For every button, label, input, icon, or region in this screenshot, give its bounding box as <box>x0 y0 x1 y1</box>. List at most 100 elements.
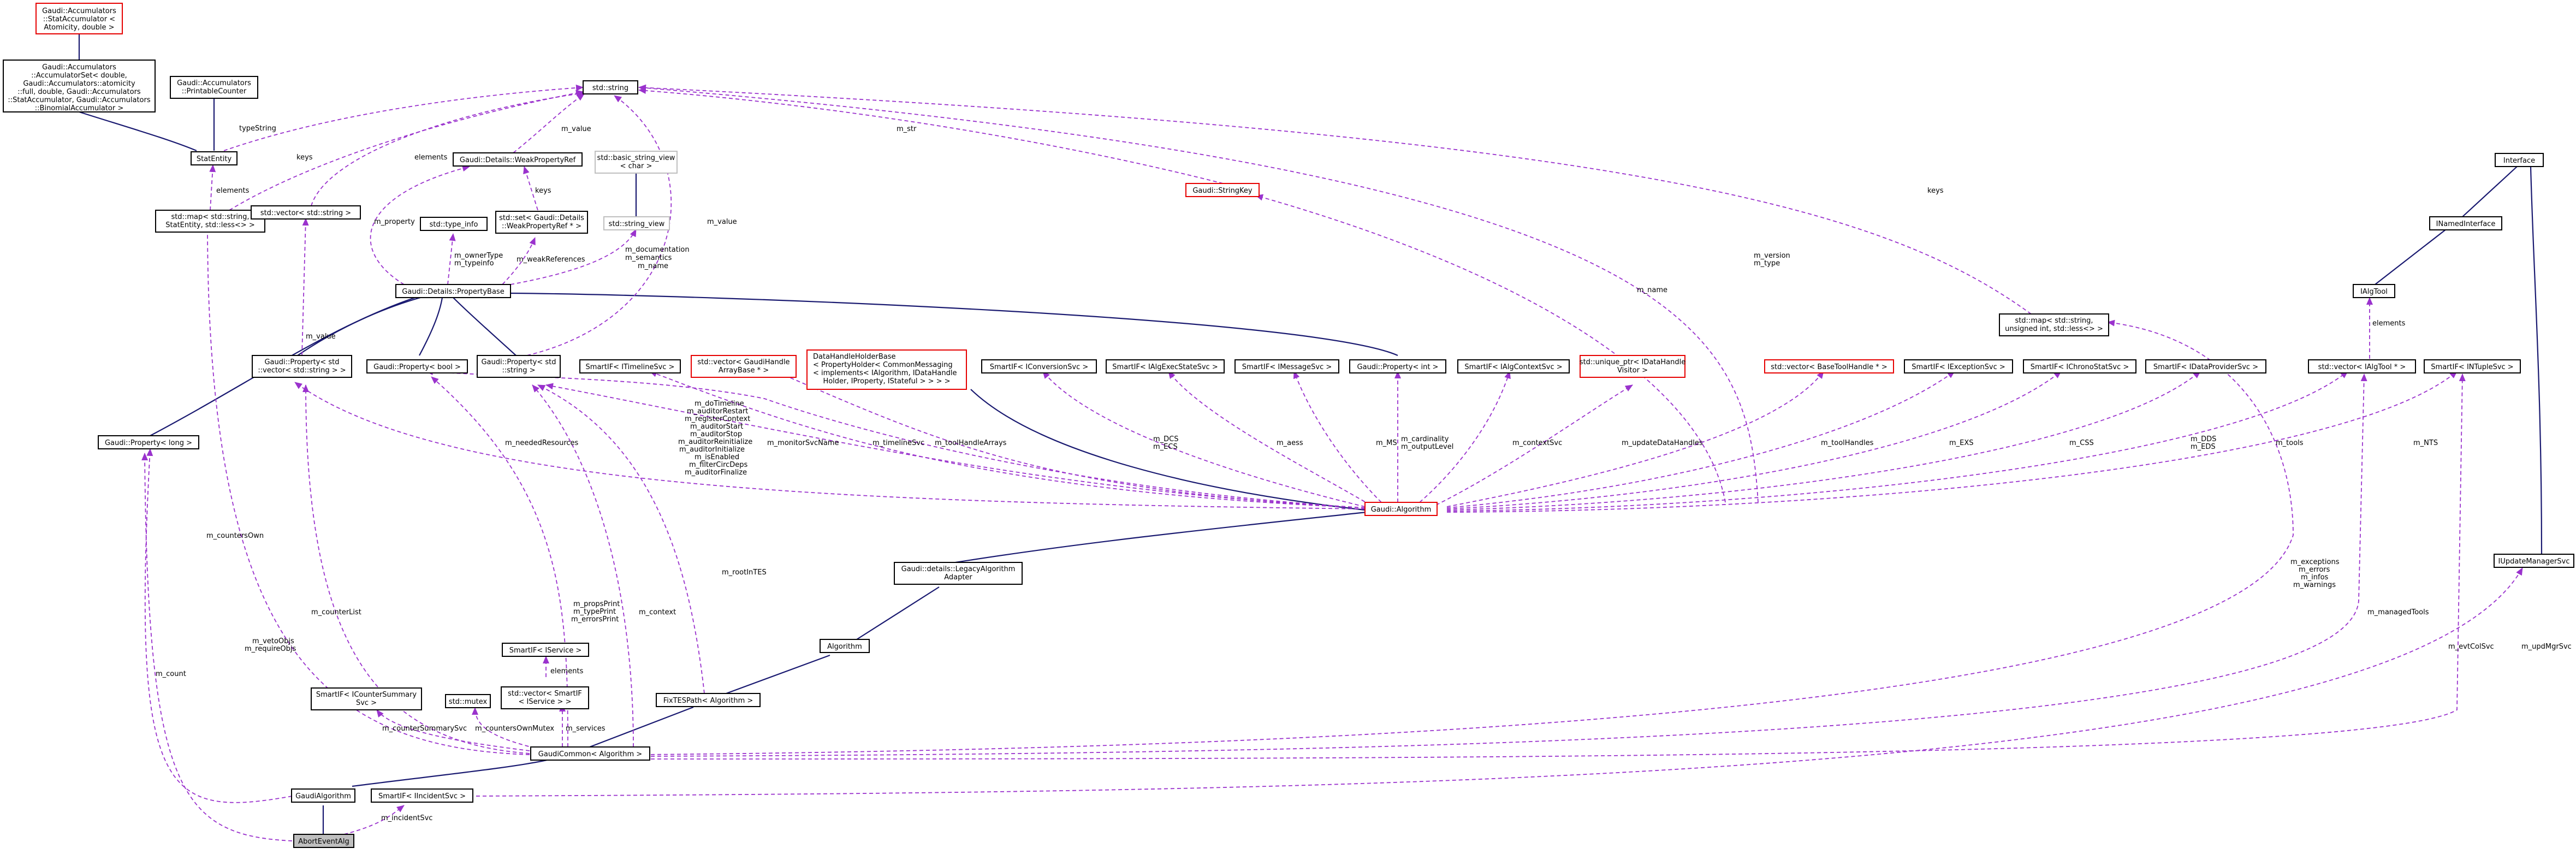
node-smartif-iservice[interactable]: SmartIF< IService > <box>502 643 589 657</box>
svg-text:Gaudi::details::LegacyAlgorith: Gaudi::details::LegacyAlgorithm <box>901 565 1016 573</box>
svg-text:m_documentation: m_documentation <box>625 246 690 254</box>
svg-text:m_type: m_type <box>1754 259 1780 268</box>
node-std-set-weakref[interactable]: std::set< Gaudi::Details ::WeakPropertyR… <box>495 211 588 234</box>
svg-text:m_typeinfo: m_typeinfo <box>454 259 494 268</box>
node-iupdatemanagersvc[interactable]: IUpdateManagerSvc <box>2494 554 2574 568</box>
node-unique-ptr-visitor[interactable]: std::unique_ptr< IDataHandle Visitor > <box>1580 355 1685 378</box>
edge-label-elements-d: elements <box>550 667 584 675</box>
edge-propstring-propbase <box>453 297 517 356</box>
svg-text:AbortEventAlg: AbortEventAlg <box>298 838 349 846</box>
node-basic-string-view[interactable]: std::basic_string_view < char > <box>595 151 678 174</box>
node-ialgtool[interactable]: IAlgTool <box>2353 284 2395 298</box>
svg-text:std::string_view: std::string_view <box>609 220 665 228</box>
node-interface[interactable]: Interface <box>2495 153 2544 167</box>
node-vector-gaudihandle[interactable]: std::vector< GaudiHandle ArrayBase * > <box>691 355 797 378</box>
svg-text:Gaudi::Property< int >: Gaudi::Property< int > <box>1357 363 1439 371</box>
node-smartif-exception[interactable]: SmartIF< IExceptionSvc > <box>1904 359 2013 373</box>
node-smartif-conversion[interactable]: SmartIF< IConversionSvc > <box>981 359 1097 373</box>
edge-label-m-value-b: m_value <box>707 218 737 226</box>
node-property-vector-string[interactable]: Gaudi::Property< std ::vector< std::stri… <box>252 355 352 378</box>
node-algorithm[interactable]: Algorithm <box>820 639 870 653</box>
node-weak-property-ref[interactable]: Gaudi::Details::WeakPropertyRef <box>453 152 583 167</box>
node-abort-event-alg[interactable]: AbortEventAlg <box>293 834 354 848</box>
edge-typestring <box>223 84 584 151</box>
node-type-info[interactable]: std::type_info <box>420 217 488 231</box>
edge-label-elements-b: elements <box>414 153 448 162</box>
node-std-string[interactable]: std::string <box>583 80 638 94</box>
edge-legacy-gaudialg <box>955 509 1387 564</box>
node-vector-ialgtool[interactable]: std::vector< IAlgTool * > <box>2308 359 2416 373</box>
node-vector-smartif-iservice[interactable]: std::vector< SmartIF < IService > > <box>501 686 589 709</box>
edge-gaudialg-vecgaudihandle <box>775 371 1366 508</box>
svg-text:::AccumulatorSet< double,: ::AccumulatorSet< double, <box>31 72 127 80</box>
svg-text:m_cardinality: m_cardinality <box>1401 435 1449 443</box>
edge-label-m-managedtools: m_managedTools <box>2367 608 2429 616</box>
node-property-int[interactable]: Gaudi::Property< int > <box>1349 359 1446 373</box>
edge-label-elements-a: elements <box>216 187 250 195</box>
edge-label-m-context: m_context <box>639 608 676 616</box>
edge-abort-proplong <box>141 453 293 841</box>
node-property-long[interactable]: Gaudi::Property< long > <box>98 435 199 449</box>
edge-gaudialg-propbool <box>425 369 1366 508</box>
edge-gaudialg-message <box>1293 371 1382 503</box>
node-smartif-ntuple[interactable]: SmartIF< INTupleSvc > <box>2424 359 2521 373</box>
node-gaudi-algorithm[interactable]: Gaudi::Algorithm <box>1364 502 1438 516</box>
svg-text:m_DDS: m_DDS <box>2191 435 2216 443</box>
node-smartif-algexec[interactable]: SmartIF< IAlgExecStateSvc > <box>1106 359 1225 373</box>
edge-gaudialgorithm-proplong <box>144 448 293 803</box>
node-stat-accumulator[interactable]: Gaudi::Accumulators ::StatAccumulator < … <box>35 3 123 34</box>
svg-text:m_outputLevel: m_outputLevel <box>1401 443 1453 451</box>
node-smartif-message[interactable]: SmartIF< IMessageSvc > <box>1234 359 1339 373</box>
node-datahandle-holder-base[interactable]: DataHandleHolderBase < PropertyHolder< C… <box>806 349 967 390</box>
node-smartif-dataprovider[interactable]: SmartIF< IDataProviderSvc > <box>2145 359 2266 373</box>
node-string-key[interactable]: Gaudi::StringKey <box>1185 183 1260 197</box>
svg-text:::string >: ::string > <box>502 366 535 375</box>
svg-text:Gaudi::Accumulators: Gaudi::Accumulators <box>42 63 116 72</box>
node-property-string[interactable]: Gaudi::Property< std ::string > <box>477 355 561 378</box>
edge-label-m-nts: m_NTS <box>2413 439 2438 447</box>
svg-text:std::unique_ptr< IDataHandle: std::unique_ptr< IDataHandle <box>1580 358 1685 366</box>
node-std-map-statentity[interactable]: std::map< std::string, StatEntity, std::… <box>155 210 265 233</box>
svg-text:ArrayBase * >: ArrayBase * > <box>719 366 769 375</box>
node-accumulator-set[interactable]: Gaudi::Accumulators ::AccumulatorSet< do… <box>3 60 156 112</box>
svg-text:m_name: m_name <box>638 262 668 270</box>
svg-text:std::vector< IAlgTool * >: std::vector< IAlgTool * > <box>2318 363 2406 371</box>
edge-statentity-accumset <box>79 111 197 152</box>
node-vector-basetoolhandle[interactable]: std::vector< BaseToolHandle * > <box>1764 359 1894 373</box>
node-smartif-algcontext[interactable]: SmartIF< IAlgContextSvc > <box>1457 359 1570 373</box>
svg-text:std::vector< std::string >: std::vector< std::string > <box>260 209 351 217</box>
svg-text:::vector< std::string > >: ::vector< std::string > > <box>258 366 346 375</box>
node-legacy-algorithm-adapter[interactable]: Gaudi::details::LegacyAlgorithm Adapter <box>894 562 1023 585</box>
svg-text:::StatAccumulator <: ::StatAccumulator < <box>43 15 115 23</box>
edge-algorithm-legacy <box>848 586 940 645</box>
edge-label-m-count: m_count <box>156 670 186 678</box>
node-printable-counter[interactable]: Gaudi::Accumulators ::PrintableCounter <box>170 76 258 99</box>
svg-text:< PropertyHolder< CommonMessag: < PropertyHolder< CommonMessaging <box>813 361 953 369</box>
node-property-base[interactable]: Gaudi::Details::PropertyBase <box>395 284 511 298</box>
node-stat-entity[interactable]: StatEntity <box>191 151 238 165</box>
edge-gaudialg-conversion <box>1042 371 1366 507</box>
node-std-mutex[interactable]: std::mutex <box>445 694 491 708</box>
svg-text:< implements< IAlgorithm, IDat: < implements< IAlgorithm, IDataHandle <box>813 369 957 377</box>
edge-propstring-string <box>526 95 672 356</box>
edge-label-m-dcs: m_DCS m_ECS <box>1153 435 1179 451</box>
node-inamed-interface[interactable]: INamedInterface <box>2429 216 2502 230</box>
svg-text:std::map< std::string,: std::map< std::string, <box>2015 317 2093 325</box>
node-smartif-timeline[interactable]: SmartIF< ITimelineSvc > <box>579 359 681 373</box>
node-property-bool[interactable]: Gaudi::Property< bool > <box>366 359 468 373</box>
node-smartif-countersummary[interactable]: SmartIF< ICounterSummary Svc > <box>311 687 422 710</box>
svg-text:Gaudi::Details::WeakPropertyRe: Gaudi::Details::WeakPropertyRef <box>460 156 576 164</box>
edge-gaudialg-algcontext <box>1419 371 1511 503</box>
node-gaudialgorithm[interactable]: GaudiAlgorithm <box>291 788 355 803</box>
node-smartif-incident[interactable]: SmartIF< IIncidentSvc > <box>371 788 473 803</box>
node-gaudicommon[interactable]: GaudiCommon< Algorithm > <box>530 746 650 761</box>
node-smartif-chrono[interactable]: SmartIF< IChronoStatSvc > <box>2023 359 2136 373</box>
svg-text:Gaudi::Accumulators: Gaudi::Accumulators <box>42 7 116 15</box>
node-vector-string[interactable]: std::vector< std::string > <box>251 205 361 220</box>
nodes: Gaudi::Accumulators ::StatAccumulator < … <box>3 3 2574 848</box>
node-string-view[interactable]: std::string_view <box>603 216 670 230</box>
node-fixtespath[interactable]: FixTESPath< Algorithm > <box>656 693 761 707</box>
edge-label-m-ownertype: m_ownerType m_typeinfo <box>454 252 503 268</box>
node-std-map-keys[interactable]: std::map< std::string, unsigned int, std… <box>1999 313 2109 336</box>
